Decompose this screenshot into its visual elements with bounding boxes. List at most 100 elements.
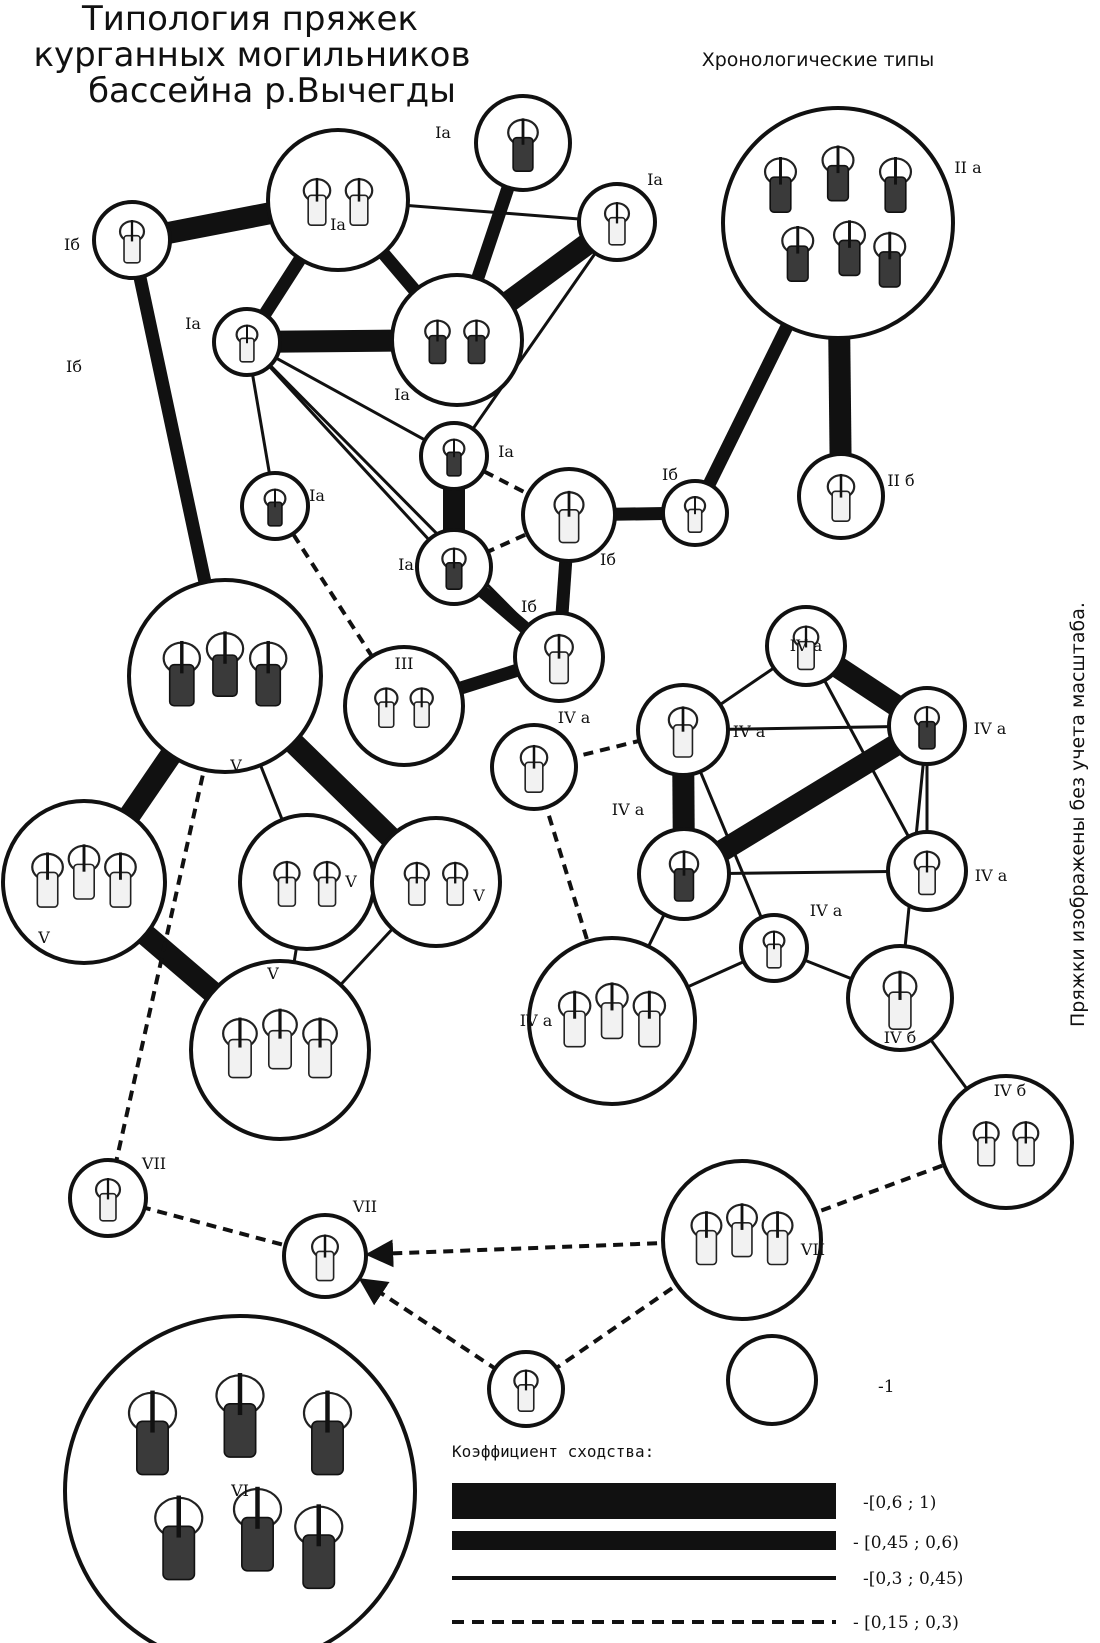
legend-caption: Коэффициент сходства: [452, 1442, 654, 1461]
type-node: Iб [521, 467, 617, 569]
type-node-circle [343, 645, 465, 767]
type-node-label: III [395, 654, 414, 673]
type-node-label: IV б [994, 1081, 1027, 1100]
type-node-circle [721, 106, 955, 340]
type-node: VII [282, 1197, 377, 1299]
type-node-label: IV a [612, 800, 645, 819]
type-node-label: V [37, 928, 50, 947]
type-node-label: Ia [309, 486, 325, 505]
type-node: Ia [185, 307, 282, 377]
type-node: VII [661, 1159, 825, 1321]
type-node: III [343, 645, 465, 767]
type-node: II б [797, 452, 915, 540]
type-node [487, 1350, 565, 1428]
type-node-label: IV a [520, 1011, 553, 1030]
type-node: IV a [636, 683, 766, 777]
type-node: IV a [886, 830, 1008, 912]
type-node-label: Iб [521, 597, 537, 616]
similarity-edge [365, 1238, 743, 1268]
type-node-label: II б [887, 471, 914, 490]
type-node-label: VII [141, 1154, 166, 1173]
type-node-label: IV a [810, 901, 843, 920]
type-node-label: Iб [64, 235, 80, 254]
type-node: Iб [64, 200, 172, 280]
legend-line-thick [452, 1531, 836, 1550]
type-node: V [189, 959, 371, 1141]
type-node-label: Ia [394, 385, 410, 404]
type-node-circle [938, 1074, 1074, 1210]
type-node: IV a [887, 686, 1007, 766]
legend: -1 Коэффициент сходства: -[0,6 ; 1) - [0… [452, 1334, 963, 1633]
type-node: Ia [240, 471, 325, 541]
type-node-label: VI [230, 1481, 249, 1500]
type-node: Ia [266, 128, 410, 272]
type-node: Iб [661, 465, 729, 547]
type-node: IV a [765, 605, 847, 687]
similarity-edge [452, 221, 619, 457]
type-node: V [1, 799, 167, 965]
type-node-label: IV a [974, 719, 1007, 738]
type-node-label: IV б [884, 1028, 917, 1047]
type-node-circle [390, 273, 524, 407]
type-node-label: VII [800, 1240, 825, 1259]
type-node-label: Ia [330, 215, 346, 234]
type-node: Iб [513, 597, 605, 703]
type-node-label: Ia [435, 123, 451, 142]
type-node-label: IV a [790, 636, 823, 655]
legend-label-thin: -[0,3 ; 0,45) [863, 1569, 963, 1589]
type-node-label: Ia [498, 442, 514, 461]
type-node: Ia [435, 94, 572, 192]
type-node: V [370, 816, 502, 948]
title-line-3: бассейна р.Вычегды [88, 71, 456, 111]
similarity-edge [741, 1140, 1007, 1242]
legend-label-dashed: - [0,15 ; 0,3) [853, 1613, 959, 1633]
type-node: IV a [739, 901, 843, 983]
legend-circle-value: -1 [878, 1377, 895, 1397]
legend-label-thickest: -[0,6 ; 1) [863, 1493, 936, 1513]
type-node-circle [63, 1314, 417, 1643]
legend-line-thin [452, 1576, 836, 1580]
type-node: VII [68, 1154, 166, 1238]
type-node: V [238, 813, 376, 951]
type-node: IV a [490, 708, 591, 811]
type-node-label: Ia [185, 314, 201, 333]
type-node-circle [266, 128, 410, 272]
type-node: IV б [938, 1074, 1074, 1210]
stray-type-label: Iб [66, 357, 82, 376]
type-node-label: IV a [975, 866, 1008, 885]
type-node: Ia [398, 528, 493, 606]
type-node-label: Iб [662, 465, 678, 484]
diagram-title: Типология пряжек курганных могильников б… [33, 0, 470, 111]
similarity-edge [273, 504, 406, 708]
type-node: VI [63, 1314, 417, 1643]
similarity-edge [246, 340, 455, 458]
chronological-types-heading: Хронологические типы [702, 49, 935, 71]
type-node: II a [721, 106, 982, 340]
legend-line-thickest [452, 1483, 836, 1519]
title-line-2: курганных могильников [33, 35, 470, 75]
type-node: V [127, 578, 323, 775]
type-node-label: IV a [733, 722, 766, 741]
title-line-1: Типология пряжек [81, 0, 418, 39]
type-node-label: Ia [398, 555, 414, 574]
similarity-edge [245, 340, 456, 569]
type-node: IV б [846, 944, 954, 1052]
type-node-label: Ia [647, 170, 663, 189]
type-node-label: V [229, 756, 242, 775]
type-node: Ia [577, 170, 663, 262]
type-node: Ia [419, 421, 514, 491]
type-node-label: II a [954, 158, 982, 177]
type-node: Ia [390, 273, 524, 407]
type-node-circle [370, 816, 502, 948]
legend-label-thick: - [0,45 ; 0,6) [853, 1533, 959, 1553]
type-node-label: Iб [600, 550, 616, 569]
type-node-label: VII [352, 1197, 377, 1216]
type-node-label: V [266, 964, 279, 983]
type-node-label: IV a [558, 708, 591, 727]
type-node: IV a [612, 800, 731, 921]
legend-circle [726, 1334, 818, 1426]
type-node-label: V [344, 872, 357, 891]
scale-note: Пряжки изображены без учета масштаба. [1067, 602, 1089, 1027]
